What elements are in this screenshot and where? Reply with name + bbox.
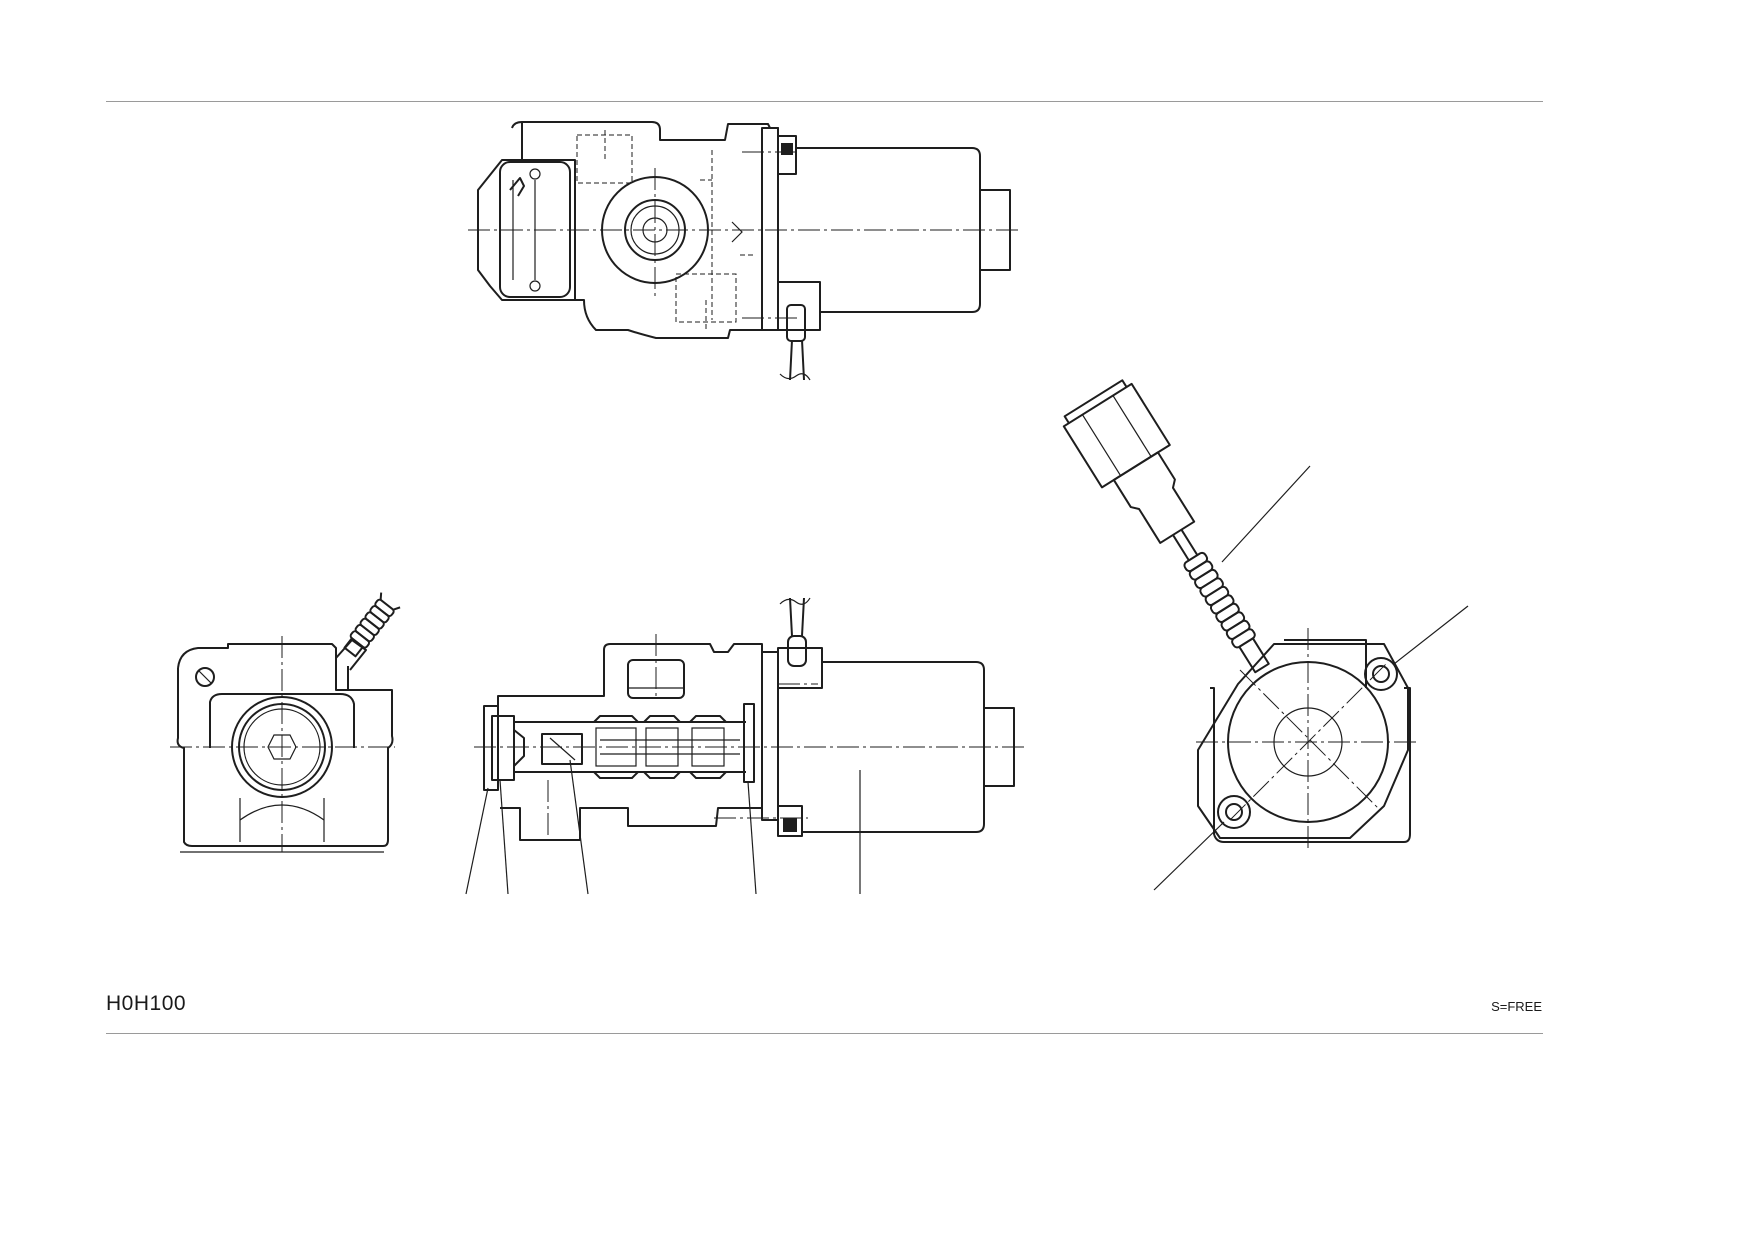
end-view xyxy=(170,592,401,853)
technical-drawing xyxy=(170,121,1469,895)
top-view xyxy=(468,121,1020,381)
drawing-code: H0H100 xyxy=(106,992,187,1015)
top-border-line xyxy=(106,101,1543,102)
rear-view xyxy=(1062,379,1469,891)
drawing-scale: S=FREE xyxy=(1491,999,1542,1014)
bottom-border-line xyxy=(106,1033,1543,1034)
section-view xyxy=(465,597,1024,895)
